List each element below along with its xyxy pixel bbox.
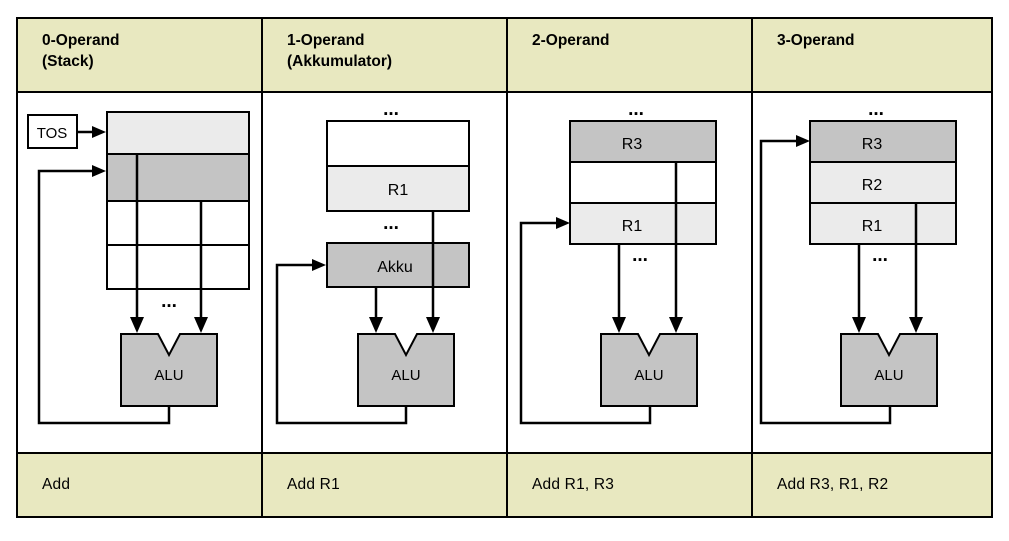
diagram-cell-two-operand: ... R3 R1 bbox=[508, 93, 753, 452]
table-instruction-row: Add Add R1 Add R1, R3 Add R3, R1, R2 bbox=[18, 454, 991, 516]
instruction-cell-one-operand: Add R1 bbox=[263, 454, 508, 516]
register-cell-r2-label: R2 bbox=[862, 177, 883, 194]
alu-shape bbox=[600, 333, 698, 407]
alu-shape bbox=[120, 333, 218, 407]
accumulator-feedback-arrow-head bbox=[312, 259, 326, 271]
alu-label: ALU bbox=[634, 367, 663, 384]
alu-label: ALU bbox=[154, 367, 183, 384]
register-cell-r1-label: R1 bbox=[862, 218, 883, 235]
header-line2-one-operand: (Akkumulator) bbox=[287, 52, 393, 70]
accumulator-feedback-path bbox=[275, 263, 408, 425]
stack-ellipsis: ... bbox=[161, 291, 177, 312]
stack-cell-second bbox=[106, 153, 250, 202]
header-line1-two-operand: 2-Operand bbox=[532, 32, 610, 49]
stack-cell-tos bbox=[106, 111, 250, 155]
instruction-cell-two-operand: Add R1, R3 bbox=[508, 454, 753, 516]
register-cell-r1 bbox=[809, 202, 957, 245]
operand-comparison-table: 0-Operand (Stack) 1-Operand (Akkumulator… bbox=[16, 17, 993, 518]
register-cell-r3 bbox=[809, 120, 957, 163]
register-cell-r3-label: R3 bbox=[862, 136, 883, 153]
alu-shape bbox=[840, 333, 938, 407]
register-cell-empty bbox=[569, 161, 717, 204]
memory-cell-r1-label: R1 bbox=[388, 182, 409, 199]
register-feedback-arrow-head bbox=[556, 217, 570, 229]
register-feedback-path bbox=[519, 221, 652, 425]
register-cell-r1-label: R1 bbox=[622, 218, 643, 235]
accumulator-label: Akku bbox=[377, 259, 413, 276]
two-operand-machine-diagram: ... R3 R1 bbox=[508, 93, 751, 452]
three-operand-machine-diagram: ... R3 R2 R1 bbox=[753, 93, 991, 452]
table-diagram-row: TOS ... bbox=[18, 93, 991, 454]
diagram-cell-one-operand: ... R1 ... Akku bbox=[263, 93, 508, 452]
operand-arrow-right bbox=[909, 317, 923, 333]
instruction-text-three-operand: Add R3, R1, R2 bbox=[777, 476, 889, 493]
stack-feedback-arrow-head bbox=[92, 165, 106, 177]
memory-cell-empty bbox=[326, 120, 470, 167]
accumulator-box bbox=[326, 242, 470, 288]
header-cell-zero-operand: 0-Operand (Stack) bbox=[18, 19, 263, 91]
memory-ellipsis-top: ... bbox=[383, 99, 399, 120]
stack-cell-third bbox=[106, 200, 250, 246]
table-header-row: 0-Operand (Stack) 1-Operand (Akkumulator… bbox=[18, 19, 991, 93]
register-cell-r1 bbox=[569, 202, 717, 245]
register-feedback-path bbox=[759, 139, 892, 425]
instruction-cell-zero-operand: Add bbox=[18, 454, 263, 516]
alu-label: ALU bbox=[391, 367, 420, 384]
operand-arrow-left bbox=[369, 317, 383, 333]
instruction-text-one-operand: Add R1 bbox=[287, 476, 340, 493]
operand-arrow-left bbox=[852, 317, 866, 333]
register-cell-r3-label: R3 bbox=[622, 136, 643, 153]
memory-ellipsis-bottom: ... bbox=[383, 213, 399, 234]
operand-arrow-right bbox=[194, 317, 208, 333]
header-line1-one-operand: 1-Operand bbox=[287, 32, 365, 49]
header-cell-one-operand: 1-Operand (Akkumulator) bbox=[263, 19, 508, 91]
diagram-cell-zero-operand: TOS ... bbox=[18, 93, 263, 452]
header-cell-three-operand: 3-Operand bbox=[753, 19, 991, 91]
header-line1-zero-operand: 0-Operand bbox=[42, 32, 120, 49]
register-cell-r3 bbox=[569, 120, 717, 163]
instruction-text-zero-operand: Add bbox=[42, 476, 71, 493]
memory-cell-r1 bbox=[326, 165, 470, 212]
header-line1-three-operand: 3-Operand bbox=[777, 32, 855, 49]
alu-label: ALU bbox=[874, 367, 903, 384]
operand-arrow-right bbox=[669, 317, 683, 333]
stack-machine-diagram: TOS ... bbox=[18, 93, 261, 452]
register-feedback-arrow-head bbox=[796, 135, 810, 147]
header-cell-two-operand: 2-Operand bbox=[508, 19, 753, 91]
stack-feedback-path bbox=[37, 169, 171, 425]
stack-cell-fourth bbox=[106, 244, 250, 290]
header-line2-zero-operand: (Stack) bbox=[42, 52, 94, 70]
instruction-text-two-operand: Add R1, R3 bbox=[532, 476, 615, 493]
instruction-cell-three-operand: Add R3, R1, R2 bbox=[753, 454, 991, 516]
alu-shape bbox=[357, 333, 455, 407]
operand-arrow-left bbox=[612, 317, 626, 333]
registerfile-ellipsis-bottom: ... bbox=[632, 245, 648, 266]
tos-arrow-head bbox=[92, 126, 106, 138]
registerfile-ellipsis-bottom: ... bbox=[872, 245, 888, 266]
registerfile-ellipsis-top: ... bbox=[628, 99, 644, 120]
register-cell-r2 bbox=[809, 161, 957, 204]
tos-label-text: TOS bbox=[37, 125, 68, 142]
registerfile-ellipsis-top: ... bbox=[868, 99, 884, 120]
diagram-cell-three-operand: ... R3 R2 R1 bbox=[753, 93, 991, 452]
operand-arrow-right bbox=[426, 317, 440, 333]
accumulator-machine-diagram: ... R1 ... Akku bbox=[263, 93, 506, 452]
operand-arrow-left bbox=[130, 317, 144, 333]
